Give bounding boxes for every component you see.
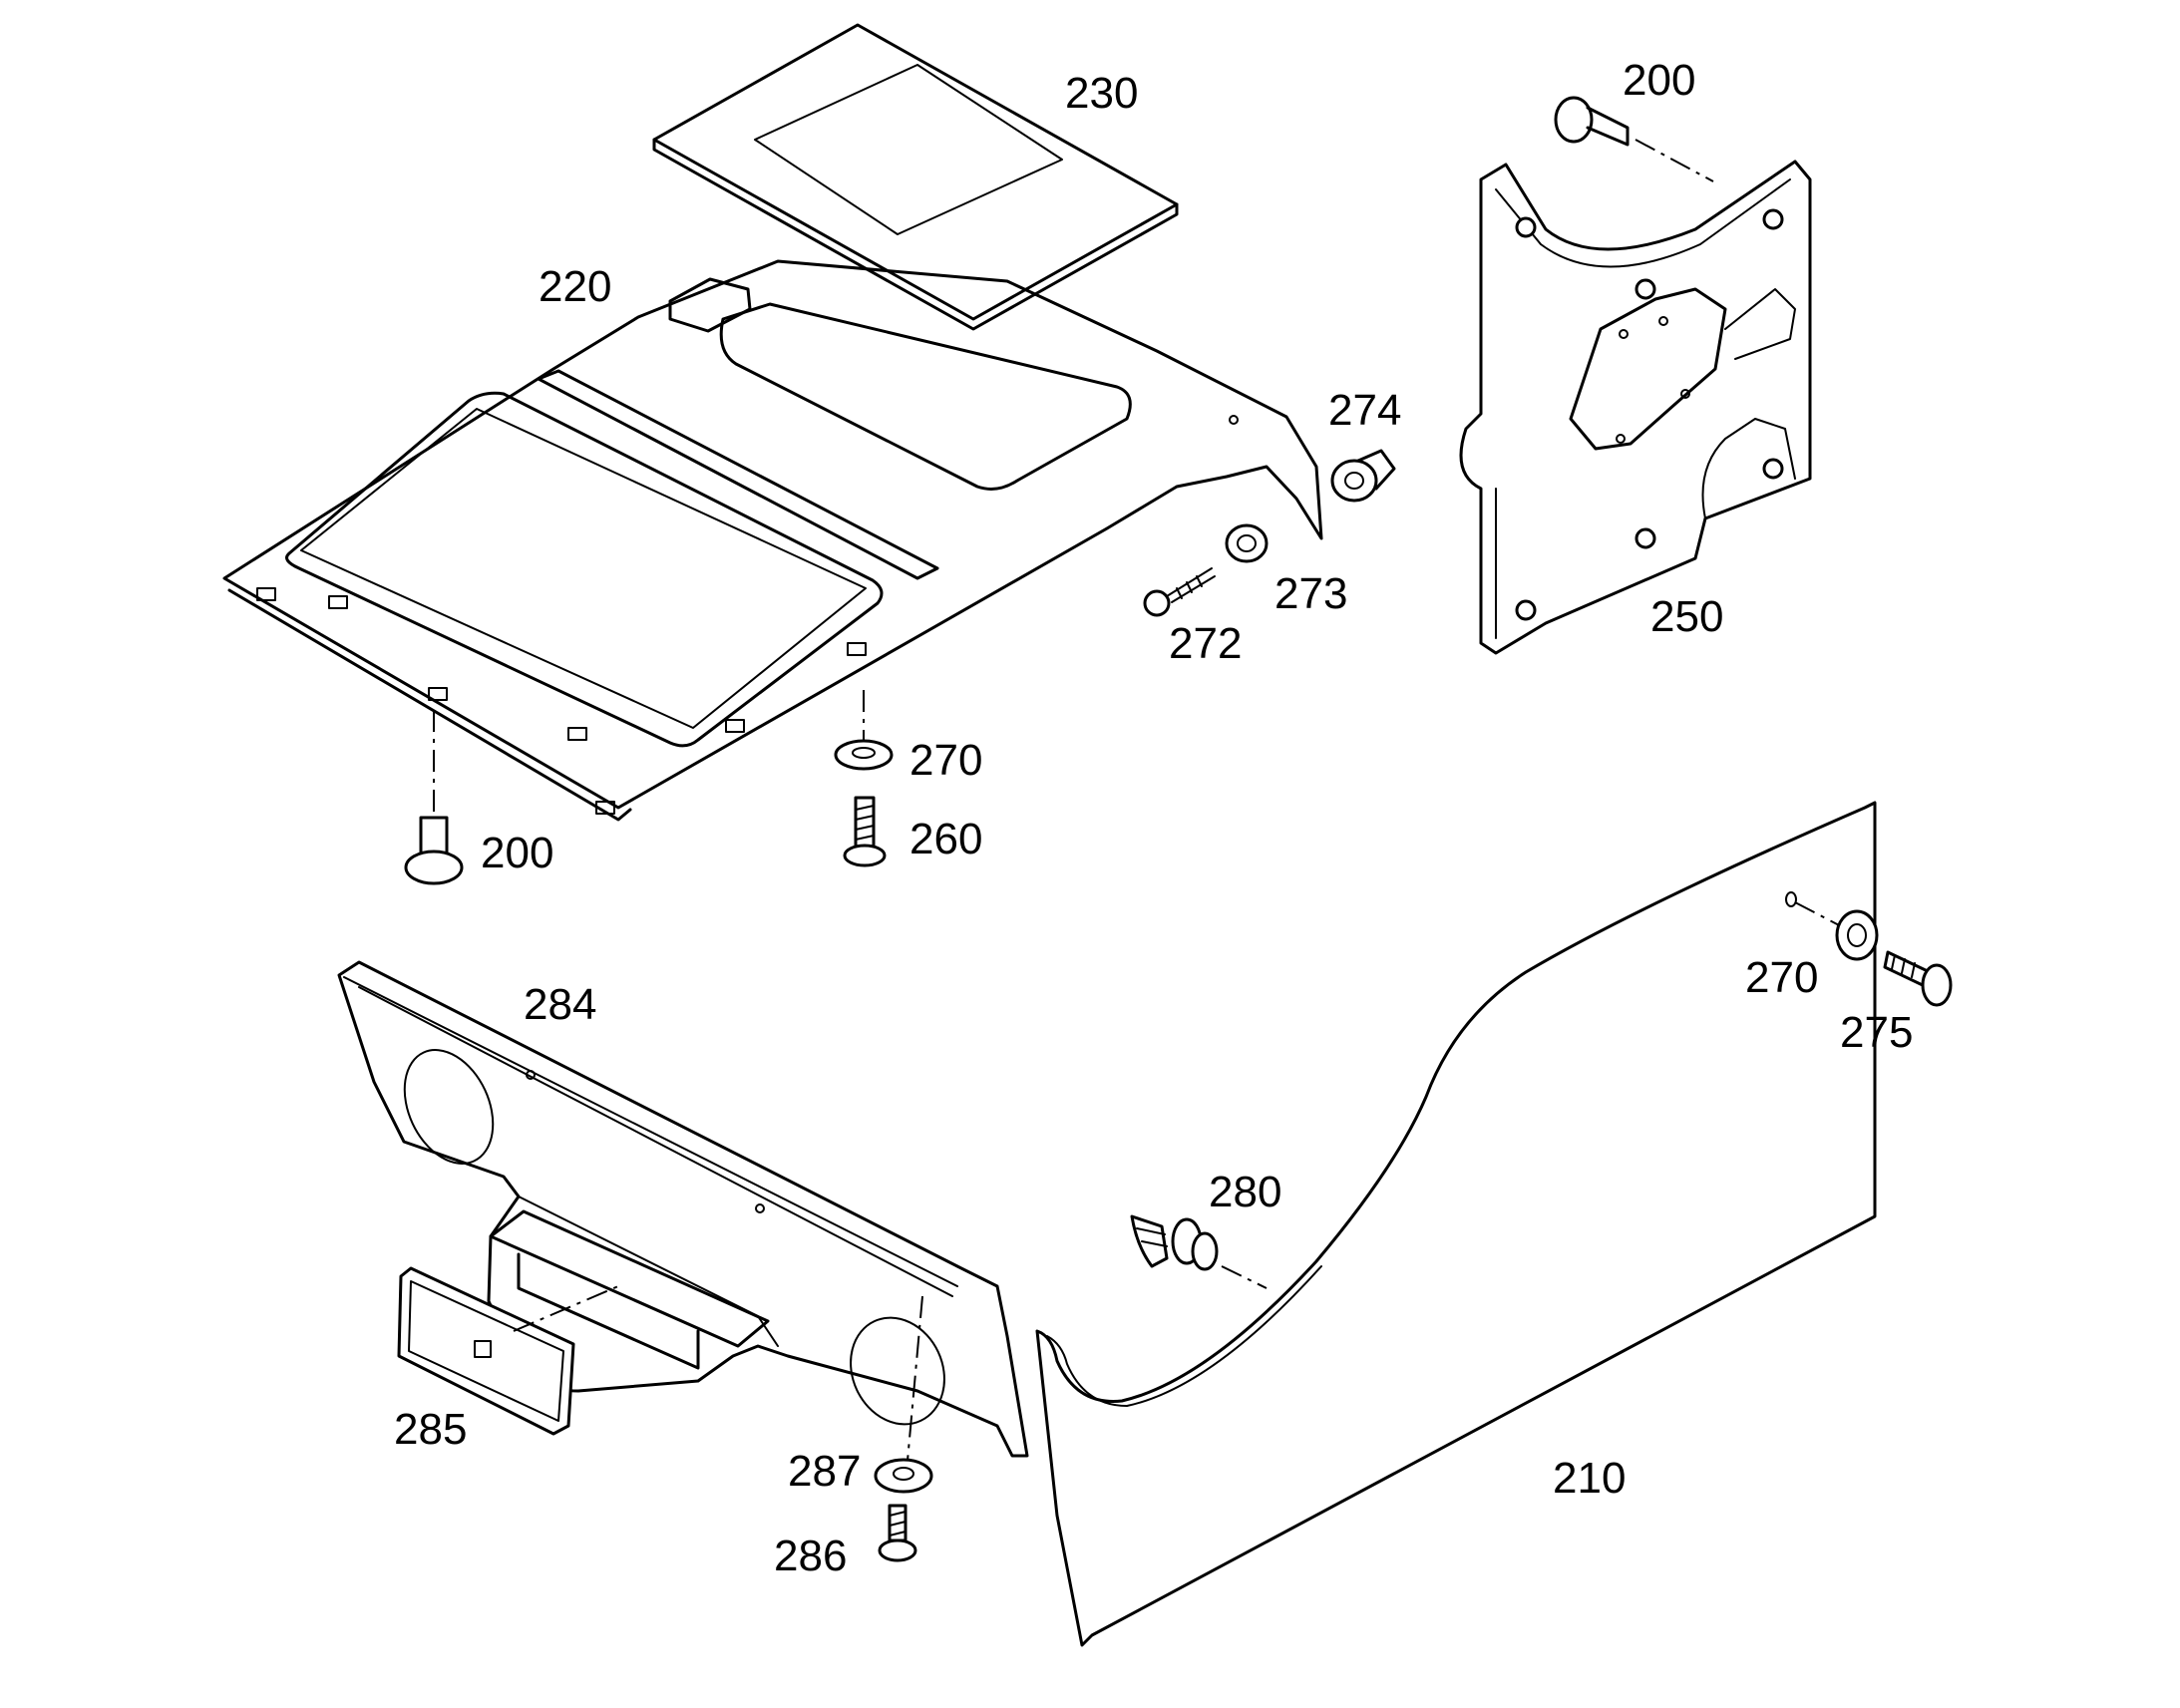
callout-230: 230 <box>1065 69 1138 118</box>
part-273-washer <box>1225 523 1269 563</box>
callout-286: 286 <box>774 1532 847 1580</box>
part-287-washer <box>874 1458 933 1494</box>
part-200-bolt-bottom <box>404 816 464 885</box>
callout-200-top: 200 <box>1623 56 1695 105</box>
leader-line <box>907 1295 923 1462</box>
leader-line <box>1221 1265 1268 1289</box>
callout-280: 280 <box>1209 1168 1281 1216</box>
callout-270-left: 270 <box>909 736 982 785</box>
leader-line <box>513 1285 619 1332</box>
callout-labels: 230 200 220 274 273 272 250 270 260 200 … <box>394 56 1913 1580</box>
part-230-pad <box>652 23 1179 331</box>
callout-220: 220 <box>539 262 611 311</box>
part-286-screw <box>878 1504 917 1562</box>
part-274-bushing <box>1330 449 1396 503</box>
part-220-headliner <box>222 259 1323 822</box>
leader-line <box>1794 901 1844 928</box>
part-250-side-panel <box>1459 160 1812 655</box>
part-210-panel <box>1035 801 1877 1647</box>
callout-273: 273 <box>1274 569 1347 618</box>
callout-274: 274 <box>1328 386 1401 435</box>
part-285-plate <box>397 1266 575 1436</box>
callout-200-bottom: 200 <box>481 829 553 877</box>
part-270-washer-b <box>1835 909 1879 961</box>
part-200-bolt-top <box>1554 96 1630 147</box>
callout-287: 287 <box>788 1447 861 1496</box>
part-260-screw <box>843 796 887 867</box>
callout-272: 272 <box>1169 619 1242 668</box>
part-270-washer-a <box>834 739 894 771</box>
callout-270-right: 270 <box>1745 953 1818 1002</box>
callout-285: 285 <box>394 1405 467 1454</box>
callout-284: 284 <box>524 980 596 1029</box>
part-284-bracket <box>337 960 1029 1458</box>
callout-260: 260 <box>909 815 982 863</box>
leader-line <box>1635 139 1714 182</box>
callout-250: 250 <box>1650 592 1723 641</box>
part-280-clip <box>1130 1214 1219 1271</box>
part-272-screw <box>1143 567 1216 617</box>
part-275-screw <box>1883 950 1953 1007</box>
callout-275: 275 <box>1840 1008 1913 1057</box>
callout-210: 210 <box>1553 1454 1626 1503</box>
